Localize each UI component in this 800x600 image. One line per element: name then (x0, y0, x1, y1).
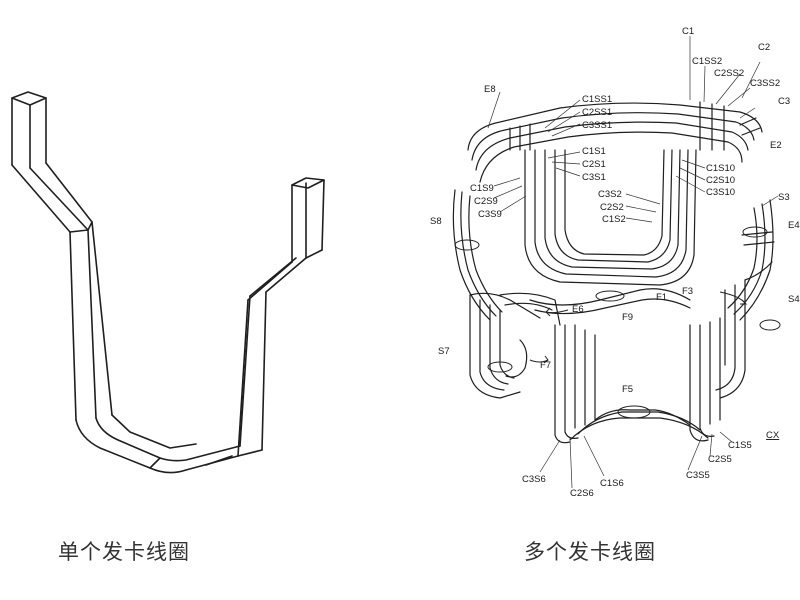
label-C1S1: C1S1 (582, 146, 606, 157)
label-C1S6: C1S6 (600, 478, 624, 489)
label-C1S10: C1S10 (706, 163, 735, 174)
label-S4: S4 (788, 294, 800, 305)
label-C1: C1 (682, 26, 694, 37)
label-C3S6: C3S6 (522, 474, 546, 485)
leader-lines (487, 36, 779, 489)
arrow-markers (529, 291, 748, 364)
label-C2SS2: C2SS2 (714, 68, 744, 79)
label-C1S9: C1S9 (470, 183, 494, 194)
label-S3: S3 (778, 192, 790, 203)
label-C3S2: C3S2 (598, 189, 622, 200)
label-E6: E6 (572, 304, 584, 315)
label-C3SS2: C3SS2 (750, 78, 780, 89)
label-C1SS1: C1SS1 (582, 94, 612, 105)
label-C2S9: C2S9 (474, 196, 498, 207)
multi-hairpin-drawing (452, 101, 775, 444)
label-C2S10: C2S10 (706, 175, 735, 186)
label-C2S5: C2S5 (708, 454, 732, 465)
caption-multi-hairpin: 多个发卡线圈 (524, 540, 656, 564)
label-C2: C2 (758, 42, 770, 53)
label-C2SS1: C2SS1 (582, 107, 612, 118)
label-F5: F5 (622, 384, 633, 395)
diagram-labels: C1 C1SS2 C2 C2SS2 C3SS2 C3 E8 C1SS1 C2SS… (430, 26, 800, 499)
label-C2S2: C2S2 (600, 202, 624, 213)
region-markers (454, 226, 781, 419)
label-F3: F3 (682, 286, 693, 297)
label-F9: F9 (622, 312, 633, 323)
label-E8: E8 (484, 84, 496, 95)
label-CX: CX (766, 430, 780, 441)
label-C3SS1: C3SS1 (582, 120, 612, 131)
label-E4: E4 (788, 220, 800, 231)
label-C1S2: C1S2 (602, 214, 626, 225)
label-F7: F7 (540, 360, 551, 371)
label-C3: C3 (778, 96, 790, 107)
label-C1S5: C1S5 (728, 440, 752, 451)
label-C2S1: C2S1 (582, 159, 606, 170)
label-E2: E2 (770, 140, 782, 151)
label-C3S9: C3S9 (478, 209, 502, 220)
label-S7: S7 (438, 346, 450, 357)
label-C1SS2: C1SS2 (692, 56, 722, 67)
label-C3S10: C3S10 (706, 187, 735, 198)
caption-single-hairpin: 单个发卡线圈 (58, 540, 190, 564)
label-C2S6: C2S6 (570, 488, 594, 499)
label-S8: S8 (430, 216, 442, 227)
label-C3S5: C3S5 (686, 470, 710, 481)
label-F1: F1 (656, 292, 667, 303)
label-C3S1: C3S1 (582, 172, 606, 183)
single-hairpin-drawing (11, 91, 325, 474)
